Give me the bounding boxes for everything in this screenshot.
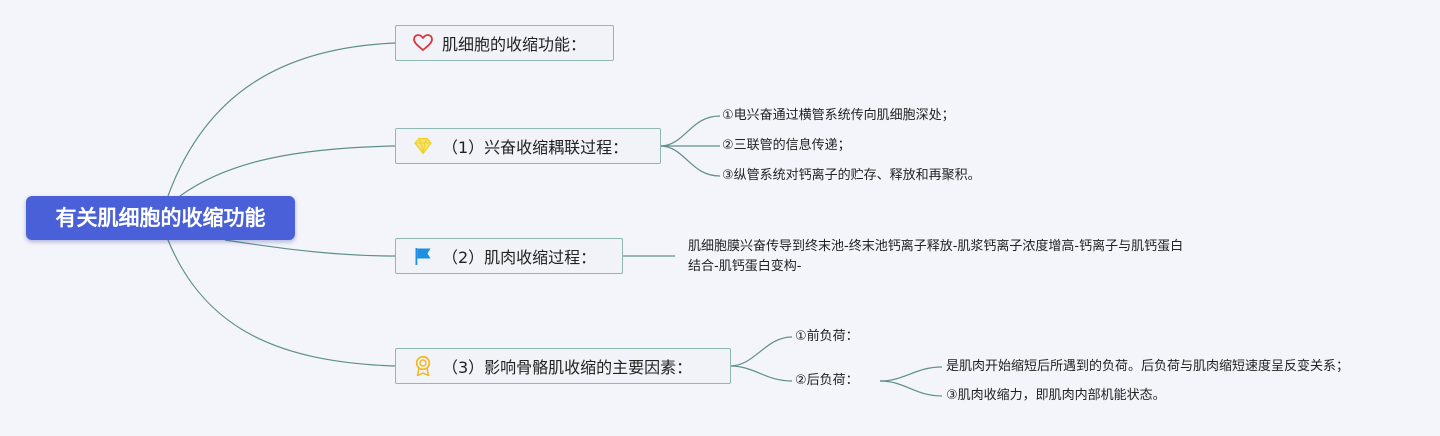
- leaf-contractility[interactable]: ③肌肉收缩力，即肌肉内部机能状态。: [946, 388, 1166, 403]
- connector-root-t4: [167, 239, 396, 367]
- connector-root-t3: [224, 239, 396, 257]
- diamond-icon: [412, 135, 434, 157]
- connector-t4-c2: [729, 365, 793, 382]
- heart-icon: [412, 32, 434, 54]
- topic-label: 肌细胞的收缩功能：: [442, 35, 587, 54]
- topic-label: （3）影响骨骼肌收缩的主要因素：: [442, 358, 693, 377]
- leaf-contraction-chain[interactable]: 肌细胞膜兴奋传导到终末池-终末池钙离子释放-肌浆钙离子浓度增高-钙离子与肌钙蛋白…: [688, 239, 1184, 274]
- leaf-preload[interactable]: ①前负荷：: [795, 329, 859, 344]
- topic-muscle-contraction-function[interactable]: 肌细胞的收缩功能：: [395, 25, 614, 61]
- leaf-triad-signal[interactable]: ②三联管的信息传递；: [722, 138, 851, 153]
- connector-root-t1: [167, 42, 396, 197]
- topic-excitation-contraction-coupling[interactable]: （1）兴奋收缩耦联过程：: [395, 128, 661, 164]
- topic-muscle-contraction-process[interactable]: （2）肌肉收缩过程：: [395, 238, 623, 274]
- leaf-electrical-excitation[interactable]: ①电兴奋通过横管系统传向肌细胞深处；: [722, 108, 955, 123]
- connector-load-c1: [879, 366, 943, 382]
- connector-t2-c3: [659, 145, 721, 177]
- connector-t2-c1: [659, 115, 721, 147]
- connector-t4-c1: [729, 336, 793, 367]
- topic-skeletal-muscle-factors[interactable]: （3）影响骨骼肌收缩的主要因素：: [395, 348, 731, 384]
- flag-icon: [412, 245, 434, 267]
- award-icon: [412, 355, 434, 377]
- topic-label: （1）兴奋收缩耦联过程：: [442, 138, 629, 157]
- topic-label: （2）肌肉收缩过程：: [442, 248, 597, 267]
- leaf-calcium-storage[interactable]: ③纵管系统对钙离子的贮存、释放和再聚积。: [722, 168, 981, 183]
- root-topic[interactable]: 有关肌细胞的收缩功能: [26, 196, 295, 240]
- connector-load-c2: [879, 380, 943, 397]
- connector-root-t2: [179, 145, 396, 197]
- leaf-afterload[interactable]: ②后负荷：: [795, 373, 859, 388]
- leaf-afterload-definition[interactable]: 是肌肉开始缩短后所遇到的负荷。后负荷与肌肉缩短速度呈反变关系；: [946, 359, 1350, 374]
